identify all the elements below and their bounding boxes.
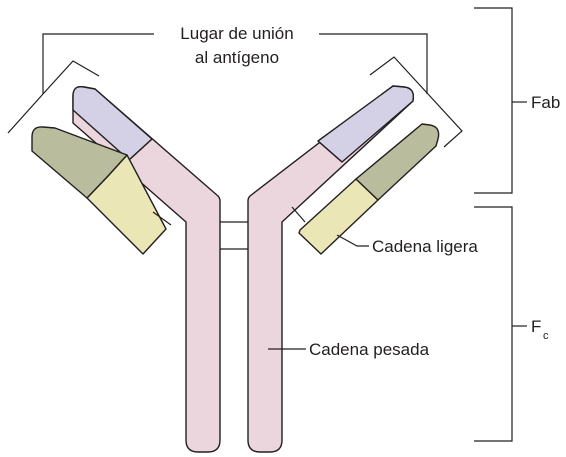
right-binding-site-bracket	[369, 56, 463, 148]
right-light-heavy-disulfide	[291, 206, 306, 223]
fab-label: Fab	[531, 93, 560, 112]
left-light-heavy-disulfide	[152, 211, 172, 226]
fc-label: F	[531, 317, 541, 336]
heavy-chain-label: Cadena pesada	[309, 340, 430, 359]
fc-bracket	[474, 206, 513, 442]
fab-bracket	[474, 7, 513, 194]
right-light-chain-variable	[355, 123, 440, 201]
left-light-chain-variable	[31, 126, 128, 199]
light-chain-label: Cadena ligera	[372, 237, 478, 256]
light-chain-leader	[336, 234, 369, 247]
right-heavy-domain-boundary	[317, 140, 343, 163]
left-binding-site-bracket	[7, 60, 100, 134]
left-heavy-domain-boundary	[128, 138, 153, 161]
right-binding-site-leader	[319, 33, 428, 94]
binding-site-label-line1: Lugar de unión	[180, 24, 293, 43]
binding-site-label-line2: al antígeno	[195, 48, 279, 67]
right-heavy-variable-domain	[317, 85, 414, 163]
left-binding-site-leader	[42, 33, 154, 94]
fc-label-subscript: c	[543, 330, 549, 342]
